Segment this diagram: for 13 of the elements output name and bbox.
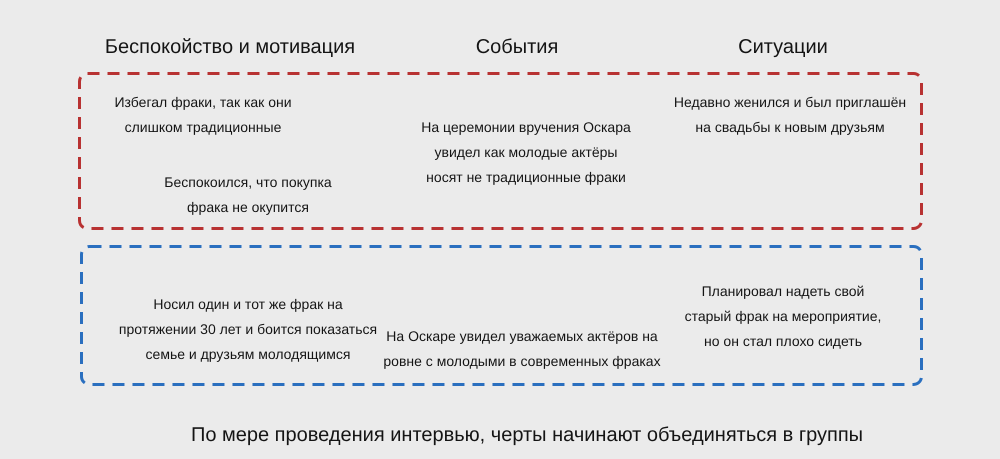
- note-text: Недавно женился и был приглашён на свадьбы к новым друзьям: [674, 94, 906, 135]
- dashed-group-frame: [78, 72, 923, 230]
- column-heading: События: [476, 36, 558, 58]
- note-text: Беспокоился, что покупка фрака не окупится: [164, 174, 332, 215]
- note-text: Планировал надеть свой старый фрак на мероприятие, но он стал плохо сидеть: [684, 283, 882, 349]
- note-text: Носил один и тот же фрак на протяжении 30 лет и боится показаться семье и друзьям молодящимся: [118, 296, 378, 362]
- note-text: На церемонии вручения Оскара увидел как молодые актёры носят не традиционные фраки: [421, 119, 631, 185]
- column-heading: Ситуации: [738, 36, 828, 58]
- column-heading: Беспокойство и мотивация: [104, 36, 356, 58]
- caption-text: По мере проведения интервью, черты начинают объединяться в группы: [190, 424, 864, 446]
- note-text: Избегал фраки, так как они слишком традиционные: [114, 94, 292, 135]
- dashed-group-frame: [80, 245, 923, 386]
- note-text: На Оскаре увидел уважаемых актёров на ровне с молодыми в современных фраках: [383, 328, 661, 369]
